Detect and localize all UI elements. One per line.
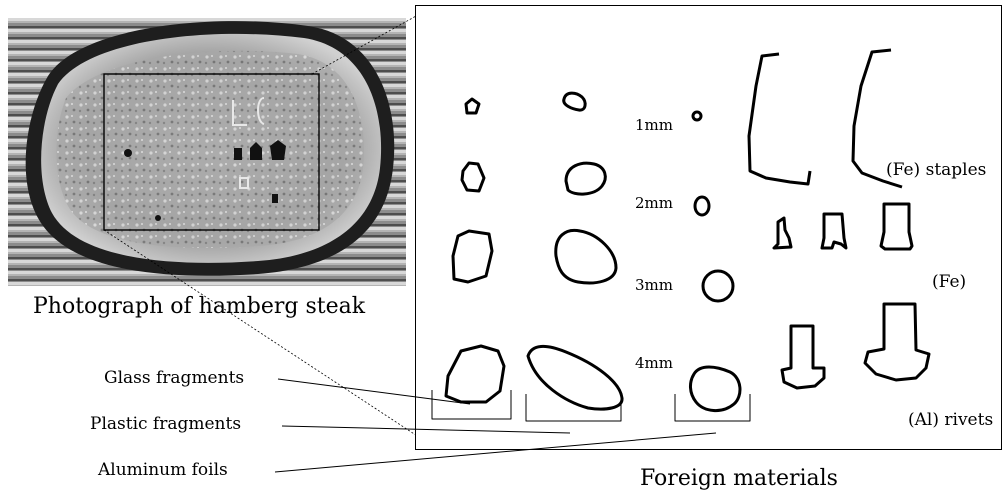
leader-aluminum — [275, 433, 716, 472]
leader-glass — [278, 379, 470, 404]
leader-plastic — [282, 426, 570, 433]
